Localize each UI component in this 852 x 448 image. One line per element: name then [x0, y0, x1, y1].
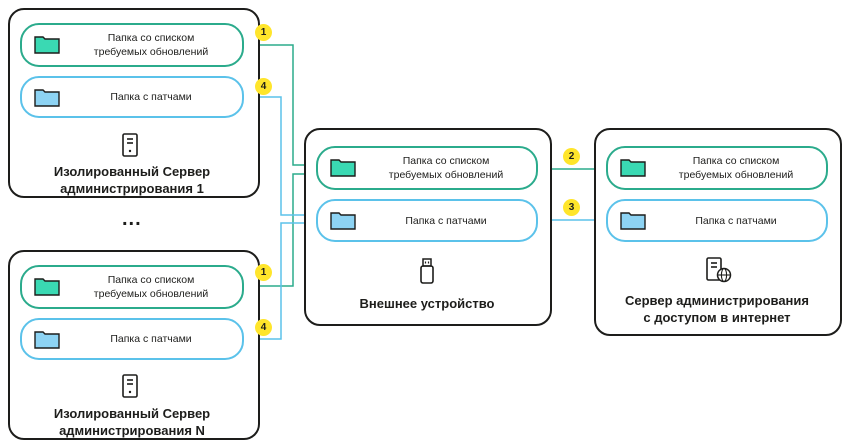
step-badge-4-server1: 4	[255, 78, 272, 95]
folder-label: Папка со списком требуемых обновлений	[678, 155, 794, 181]
more-servers-ellipsis: ...	[122, 208, 142, 230]
server1-title: Изолированный Сервер администрирования 1	[53, 164, 211, 196]
step-badge-1-server1: 1	[255, 24, 272, 41]
arrow-step-1-server1	[242, 44, 315, 169]
folder-label: Папка с патчами	[110, 333, 192, 345]
usb-drive-icon	[420, 258, 434, 284]
server1-patches-folder[interactable]: Папка с патчами	[20, 76, 244, 118]
folder-label: Папка со списком требуемых обновлений	[93, 274, 209, 300]
internet-patches-folder[interactable]: Папка с патчами	[606, 199, 828, 242]
step-badge-3: 3	[563, 199, 580, 216]
arrow-step-4-serverN	[243, 222, 318, 343]
serverN-required-updates-folder[interactable]: Папка со списком требуемых обновлений	[20, 265, 244, 309]
device-patches-folder[interactable]: Папка с патчами	[316, 199, 538, 242]
external-device-title: Внешнее устройство	[359, 296, 495, 311]
server1-required-updates-folder[interactable]: Папка со списком требуемых обновлений	[20, 23, 244, 67]
folder-icon	[34, 331, 60, 349]
serverN-title: Изолированный Сервер администрирования N	[53, 406, 211, 438]
server-icon	[122, 133, 138, 157]
folder-icon	[620, 212, 646, 230]
step-badge-2: 2	[563, 148, 580, 165]
folder-icon	[330, 212, 356, 230]
folder-label: Папка со списком требуемых обновлений	[388, 155, 504, 181]
folder-label: Папка со списком требуемых обновлений	[93, 32, 209, 58]
arrow-step-4-server1	[243, 93, 318, 216]
step-badge-1-serverN: 1	[255, 264, 272, 281]
folder-label: Папка с патчами	[110, 91, 192, 103]
folder-label: Папка с патчами	[695, 214, 777, 227]
serverN-patches-folder[interactable]: Папка с патчами	[20, 318, 244, 360]
folder-icon	[34, 89, 60, 107]
internet-server-title: Сервер администрирования с доступом в ин…	[625, 293, 809, 325]
folder-icon	[330, 159, 356, 177]
arrow-step-1-serverN	[242, 170, 315, 287]
step-badge-4-serverN: 4	[255, 319, 272, 336]
device-required-updates-folder[interactable]: Папка со списком требуемых обновлений	[316, 146, 538, 190]
folder-icon	[34, 278, 60, 296]
folder-icon	[620, 159, 646, 177]
server-icon	[122, 374, 138, 398]
folder-label: Папка с патчами	[405, 214, 487, 227]
folder-icon	[34, 36, 60, 54]
internet-required-updates-folder[interactable]: Папка со списком требуемых обновлений	[606, 146, 828, 190]
server-globe-icon	[706, 257, 732, 283]
